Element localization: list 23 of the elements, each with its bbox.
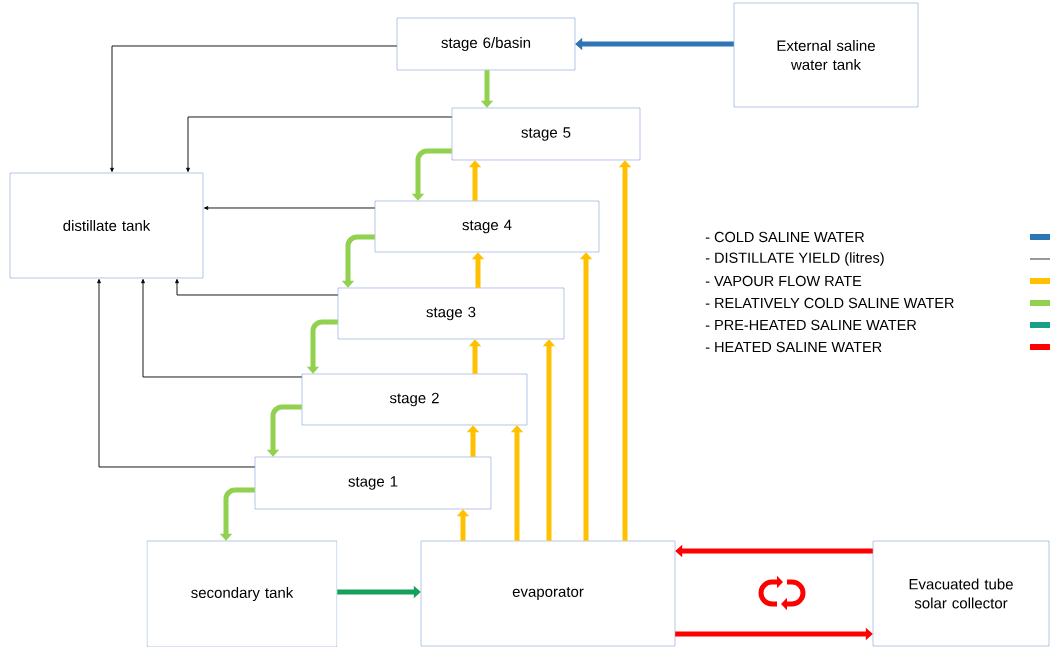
process-box: stage 5 (451, 107, 641, 161)
arrow (110, 45, 398, 173)
arrow (203, 206, 376, 210)
process-box: stage 4 (374, 200, 600, 253)
process-box: Evacuated tube solar collector (872, 540, 1050, 647)
process-box: External saline water tank (733, 2, 919, 108)
process-box: secondary tank (146, 540, 338, 647)
process-box: stage 2 (301, 373, 528, 426)
legend-text: - HEATED SALINE WATER (705, 341, 882, 353)
process-box: distillate tank (9, 172, 204, 279)
arrow (141, 278, 303, 378)
process-box: evaporator (420, 540, 676, 647)
legend-text: - RELATIVELY COLD SALINE WATER (705, 297, 954, 309)
process-box: stage 3 (337, 287, 565, 340)
legend-text: - DISTILLATE YIELD (litres) (705, 252, 884, 266)
process-box: stage 6/basin (396, 17, 576, 71)
process-box: stage 1 (254, 456, 492, 510)
arrow (175, 278, 339, 296)
arrow (97, 278, 256, 468)
legend-text: - COLD SALINE WATER (705, 231, 865, 243)
legend-text: - VAPOUR FLOW RATE (705, 275, 862, 287)
arrow (186, 116, 453, 173)
legend-text: - PRE-HEATED SALINE WATER (705, 319, 917, 331)
